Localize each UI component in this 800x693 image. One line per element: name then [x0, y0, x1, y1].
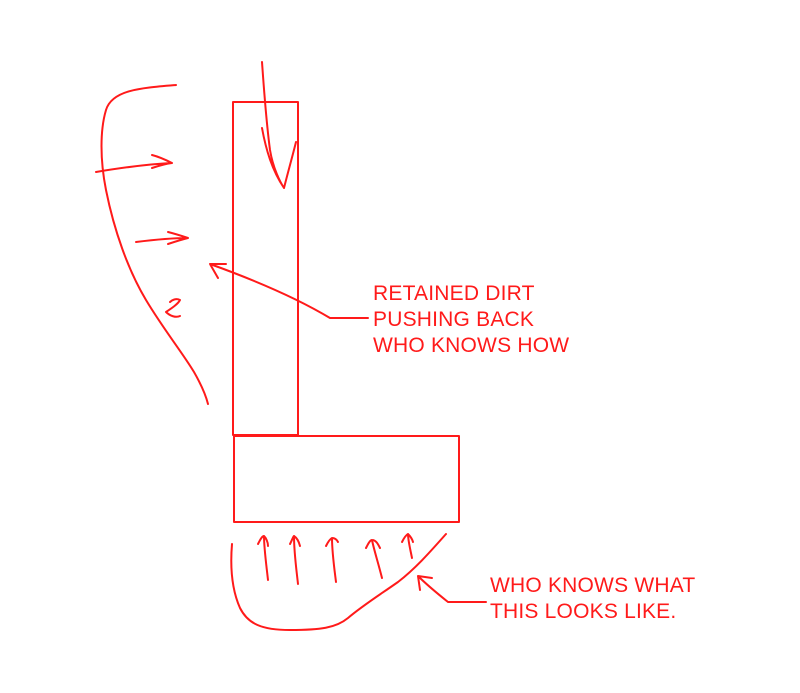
soil-pressure-note-line-1: WHO KNOWS WHAT [490, 574, 696, 597]
wall-footing [233, 435, 460, 523]
retained-dirt-note: RETAINED DIRT PUSHING BACK WHO KNOWS HOW [373, 281, 569, 359]
retained-dirt-leader [209, 263, 369, 319]
bearing-pressure-curve [230, 533, 447, 631]
soil-pressure-note: WHO KNOWS WHAT THIS LOOKS LIKE. [490, 573, 695, 625]
soil-note-leader [417, 575, 487, 603]
retained-dirt-note-line-3: WHO KNOWS HOW [373, 334, 570, 357]
downward-load-arrow [261, 61, 297, 189]
retained-dirt-note-line-1: RETAINED DIRT [373, 282, 535, 305]
earth-pressure-arrow-1 [95, 154, 173, 173]
bearing-arrow-1 [257, 535, 269, 581]
bearing-arrow-5 [401, 533, 414, 559]
earth-pressure-arrow-2 [135, 231, 189, 245]
bearing-arrow-4 [365, 539, 383, 579]
wall-stem [232, 101, 299, 436]
bearing-arrow-3 [325, 537, 339, 583]
earth-pressure-curve [100, 84, 209, 405]
bearing-arrow-2 [289, 535, 301, 585]
ink-strokes [95, 61, 487, 631]
soil-pressure-note-line-2: THIS LOOKS LIKE. [490, 600, 677, 623]
earth-pressure-arrow-3 [165, 298, 181, 318]
retained-dirt-note-line-2: PUSHING BACK [373, 308, 535, 331]
